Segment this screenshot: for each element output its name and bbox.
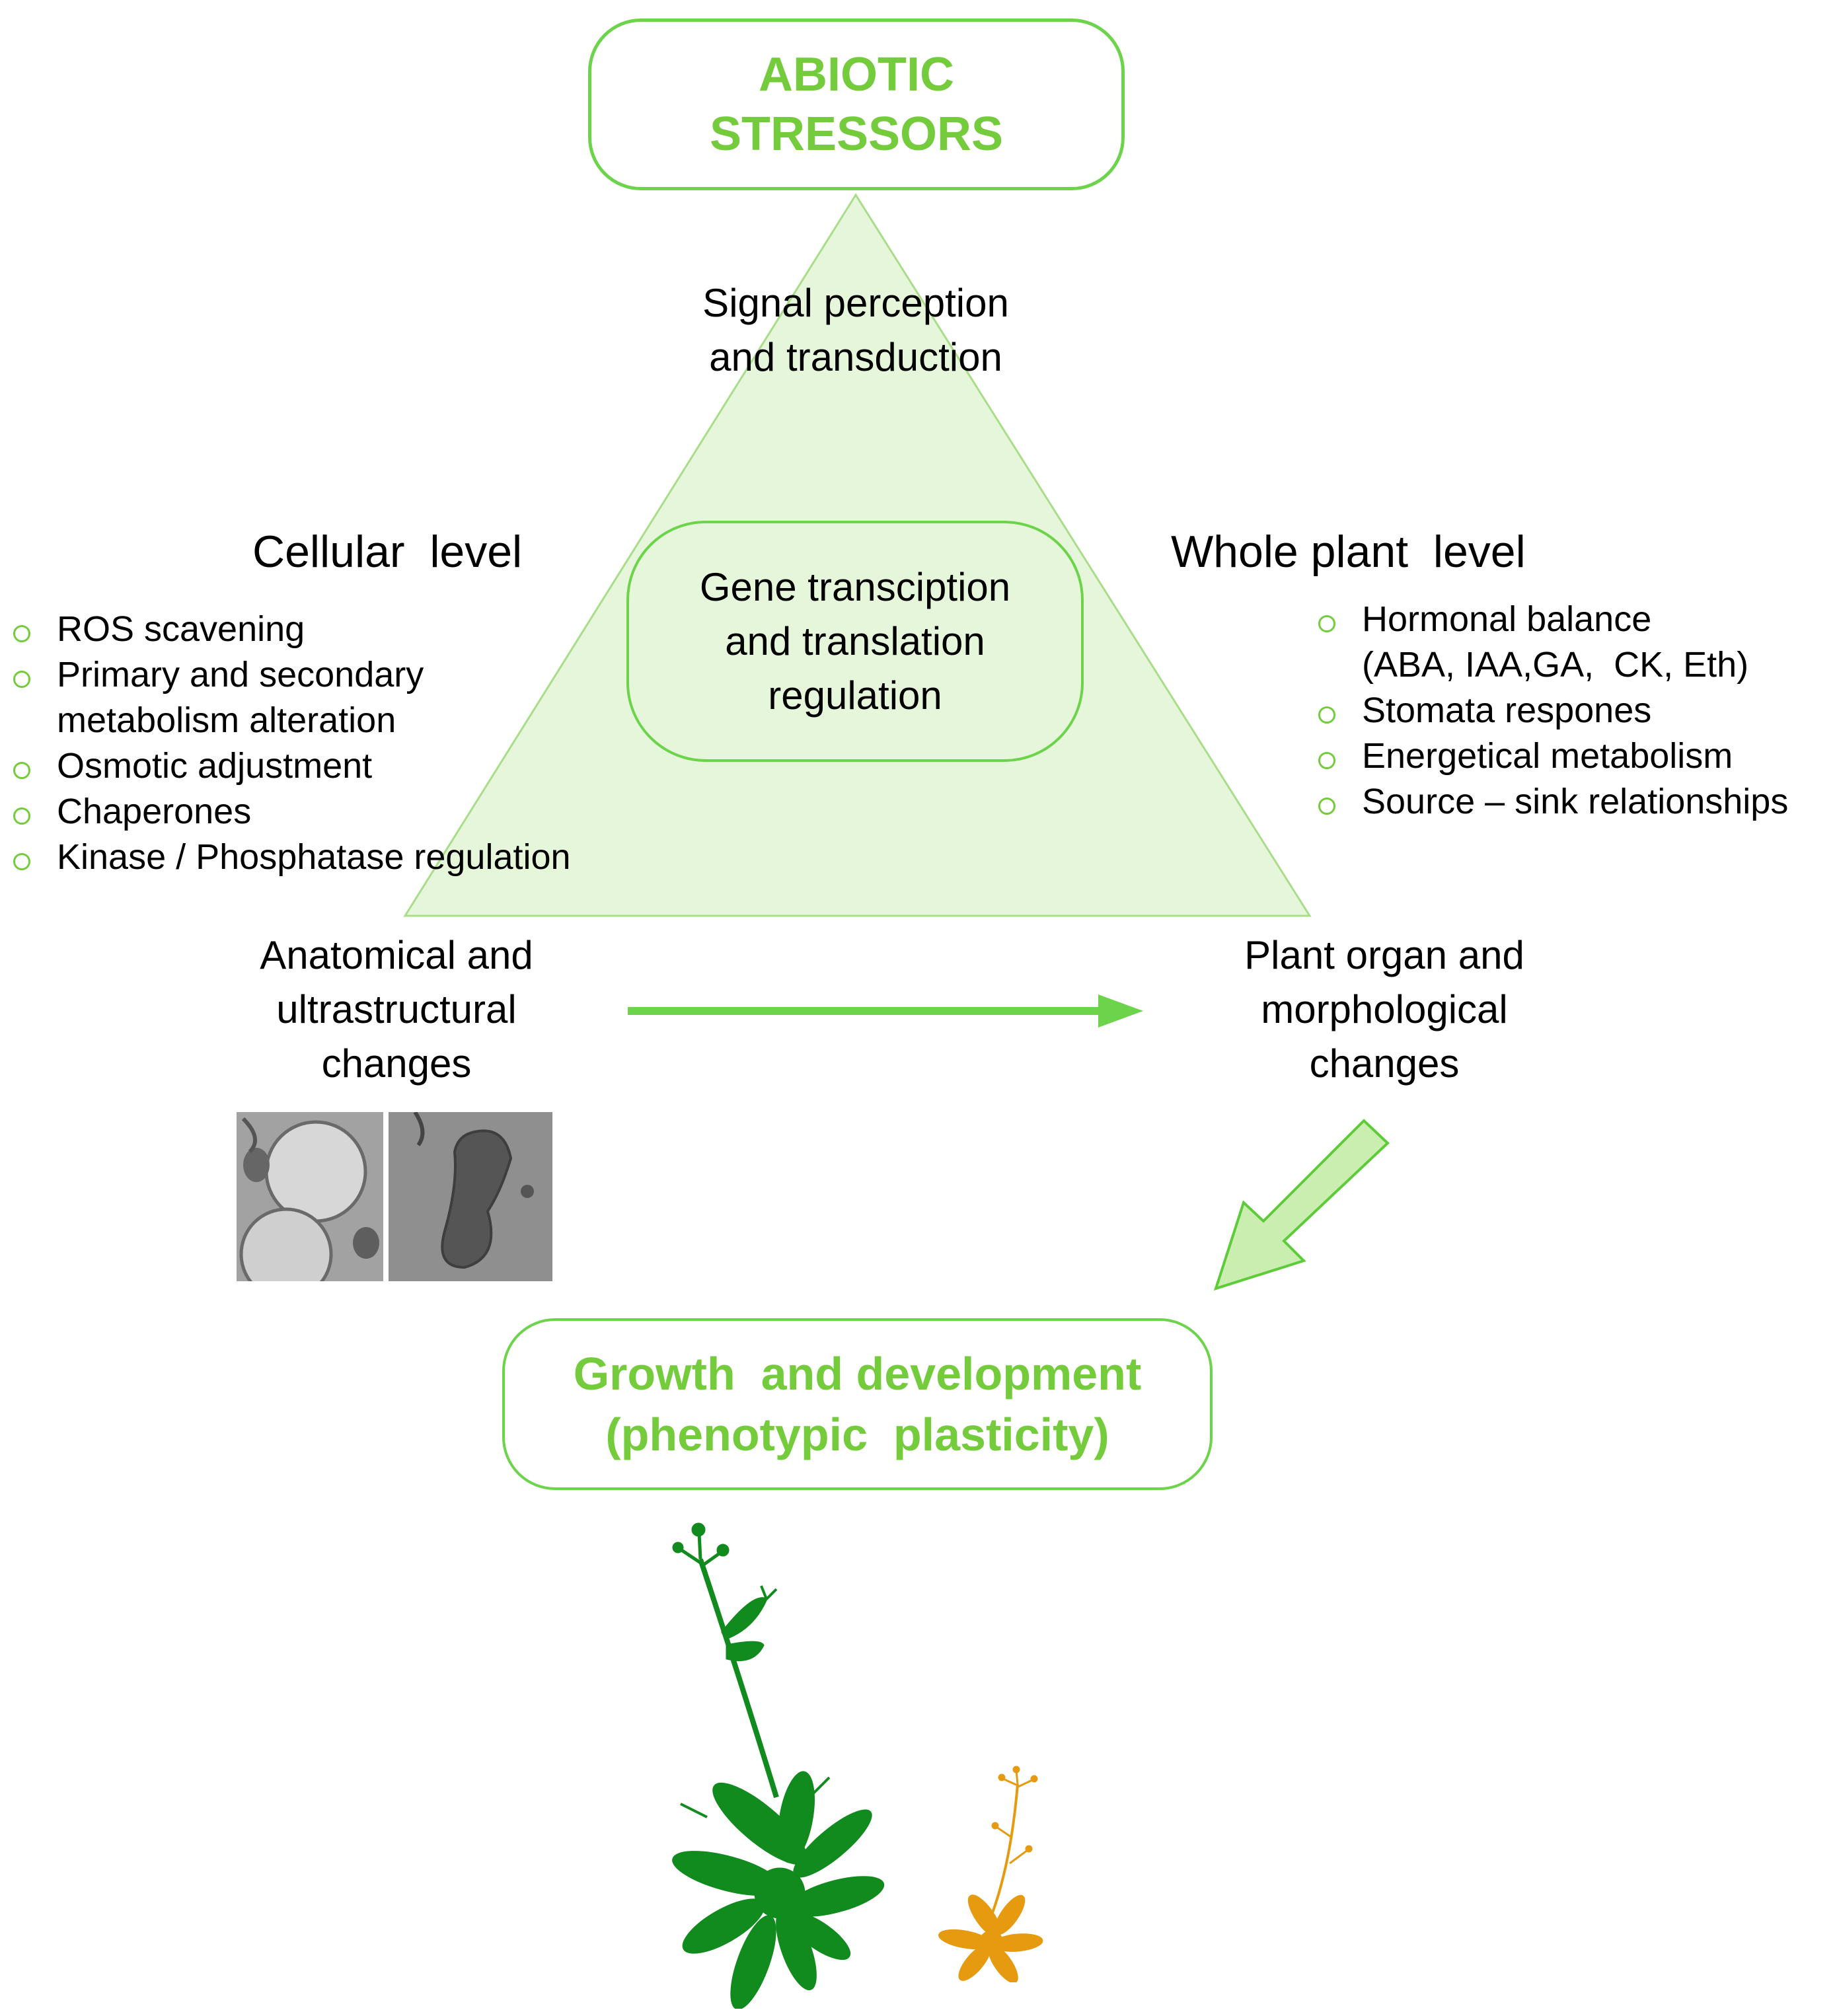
- cellular-level-title: Cellular level: [252, 527, 523, 577]
- organ-line3: changes: [1309, 1041, 1460, 1086]
- gene-regulation-box: Gene transciption and translation regula…: [626, 521, 1084, 762]
- bullet-icon: [1318, 798, 1335, 815]
- small-orange-plant-icon: [938, 1766, 1043, 1982]
- anatomical-line1: Anatomical and: [260, 933, 533, 977]
- whole-plant-level-title: Whole plant level: [1171, 527, 1526, 577]
- anatomical-line2: ultrastructural: [276, 987, 517, 1031]
- organ-line2: morphological: [1261, 987, 1508, 1031]
- down-left-arrow-icon: [1213, 1119, 1390, 1291]
- micrograph-vacuoles: [237, 1112, 383, 1281]
- abiotic-stressors-line1: ABIOTIC: [759, 48, 954, 101]
- bullet-icon: [13, 625, 30, 642]
- organ-changes-label: Plant organ and morphological changes: [1186, 928, 1583, 1091]
- micrograph-mitochondrion: [389, 1112, 552, 1281]
- bullet-icon: [1318, 752, 1335, 769]
- bullet-icon: [1318, 615, 1335, 632]
- whole-plant-level-list: Hormonal balance(ABA, IAA,GA, CK, Eth) S…: [1318, 597, 1820, 825]
- right-arrow-icon: [628, 994, 1143, 1027]
- micrograph-mitochondrion-image: [389, 1112, 552, 1281]
- bullet-icon: [13, 853, 30, 870]
- abiotic-stressors-line2: STRESSORS: [709, 108, 1004, 161]
- signal-line1: Signal perception: [702, 281, 1009, 325]
- list-item: Hormonal balance(ABA, IAA,GA, CK, Eth): [1318, 597, 1820, 688]
- growth-line1: Growth and development: [573, 1348, 1142, 1400]
- anatomical-changes-label: Anatomical and ultrastructural changes: [202, 928, 591, 1091]
- list-item: Source – sink relationships: [1318, 779, 1820, 825]
- list-item: Chaperones: [13, 789, 674, 835]
- abiotic-stressors-box: ABIOTIC STRESSORS: [588, 19, 1125, 190]
- large-green-plant-icon: [672, 1522, 885, 2009]
- list-item: Osmotic adjustment: [13, 743, 674, 789]
- gene-line1: Gene transciption: [699, 564, 1011, 609]
- signal-line2: and transduction: [709, 335, 1002, 379]
- micrograph-vacuoles-image: [237, 1112, 383, 1281]
- growth-development-box: Growth and development (phenotypic plast…: [502, 1318, 1213, 1490]
- bullet-icon: [13, 762, 30, 779]
- growth-line2: (phenotypic plasticity): [605, 1409, 1109, 1460]
- list-item: Energetical metabolism: [1318, 733, 1820, 779]
- bullet-icon: [1318, 706, 1335, 724]
- gene-line2: and translation: [725, 618, 985, 663]
- list-item: ROS scavening: [13, 607, 674, 652]
- bullet-icon: [13, 671, 30, 688]
- gene-line3: regulation: [768, 673, 942, 718]
- organ-line1: Plant organ and: [1244, 933, 1524, 977]
- bullet-icon: [13, 807, 30, 825]
- list-item: Kinase / Phosphatase regulation: [13, 835, 674, 880]
- signal-perception-label: Signal perception and transduction: [657, 276, 1054, 385]
- anatomical-line3: changes: [321, 1041, 472, 1086]
- list-item: Stomata respones: [1318, 688, 1820, 733]
